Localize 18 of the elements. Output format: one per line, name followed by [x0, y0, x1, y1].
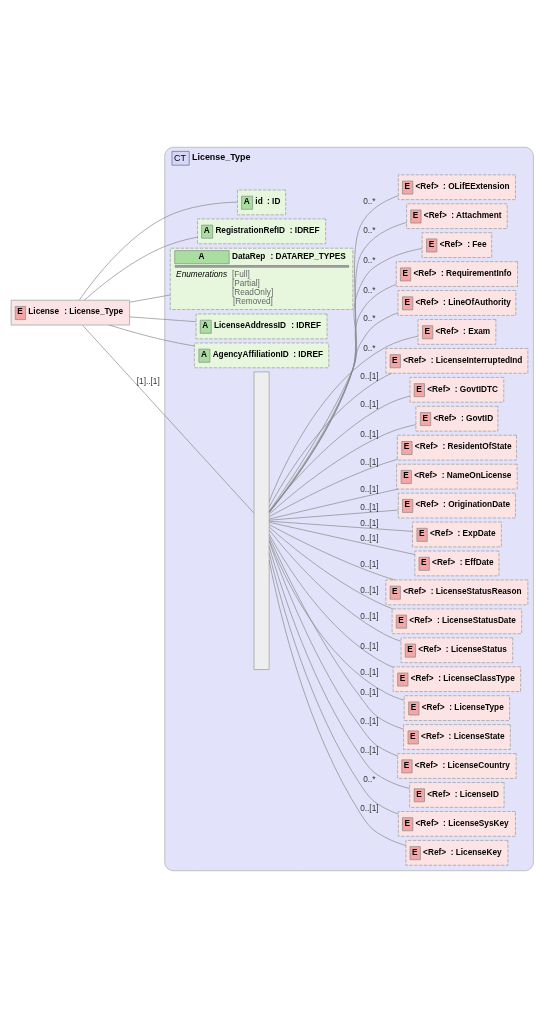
connector — [268, 458, 398, 517]
connector — [268, 540, 398, 756]
connector — [84, 236, 198, 300]
connector — [79, 201, 238, 300]
connector — [268, 533, 394, 668]
connector — [268, 488, 399, 519]
connector — [268, 523, 396, 580]
node-bar — [253, 371, 270, 670]
connector — [268, 509, 399, 521]
connector — [129, 316, 197, 322]
connector — [268, 526, 394, 609]
connector — [268, 521, 416, 555]
connector — [268, 335, 419, 502]
connector — [129, 294, 171, 303]
connector — [268, 520, 413, 532]
connector — [268, 372, 392, 507]
connector — [108, 324, 195, 346]
connector — [82, 324, 255, 513]
